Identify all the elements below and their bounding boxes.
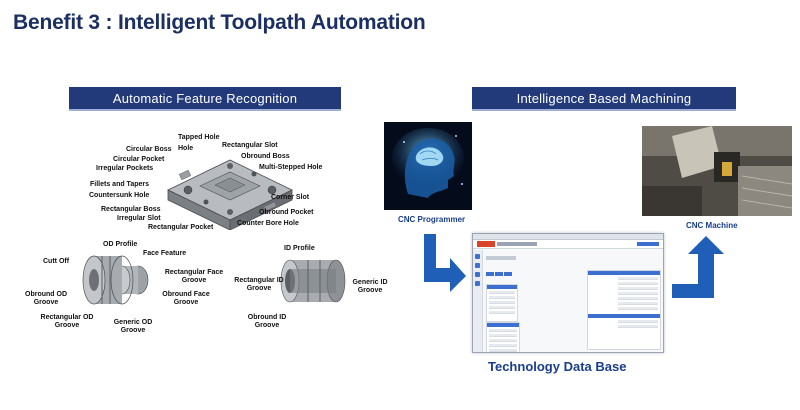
label-tapped-hole: Tapped Hole — [178, 134, 220, 141]
label-rectangular-pocket: Rectangular Pocket — [148, 224, 214, 231]
app-sidebar — [473, 250, 483, 352]
label-obround-boss: Obround Boss — [241, 153, 290, 160]
sidebar-icon[interactable] — [475, 263, 480, 268]
label-od-profile: OD Profile — [103, 241, 138, 248]
label-generic-id-groove: Generic ID Groove — [352, 279, 388, 295]
label-fillets-and-tapers: Fillets and Tapers — [90, 181, 149, 188]
sidebar-icon[interactable] — [475, 281, 480, 286]
arrow-to-database-icon — [424, 234, 466, 292]
prismatic-part-image — [167, 159, 293, 230]
label-counter-bore-hole: Counter Bore Hole — [237, 220, 299, 227]
sidebar-icon[interactable] — [475, 254, 480, 259]
ai-head-image — [384, 122, 472, 210]
label-rectangular-id-groove: Rectangular ID Groove — [234, 277, 284, 293]
turned-id-part-image — [280, 259, 346, 303]
slide-title: Benefit 3 : Intelligent Toolpath Automat… — [13, 11, 426, 34]
label-rectangular-face-groove: Rectangular Face Groove — [164, 269, 224, 285]
technology-database-caption: Technology Data Base — [488, 359, 627, 374]
app-toolbar-button[interactable] — [495, 272, 503, 276]
label-rectangular-od-groove: Rectangular OD Groove — [40, 314, 94, 330]
technology-database-window — [472, 233, 664, 353]
arrow-to-machine-icon — [672, 236, 724, 298]
label-rectangular-slot: Rectangular Slot — [222, 142, 278, 149]
app-brand-mark — [637, 242, 659, 246]
app-header — [473, 240, 663, 249]
label-irregular-slot: Irregular Slot — [117, 215, 161, 222]
app-conditions-table[interactable] — [486, 322, 520, 352]
label-countersunk-hole: Countersunk Hole — [89, 192, 150, 199]
label-circular-boss: Circular Boss — [126, 146, 172, 153]
label-cut-off: Cutt Off — [43, 258, 70, 265]
app-toolbar-button[interactable] — [486, 272, 494, 276]
label-obround-id-groove: Obround ID Groove — [247, 314, 287, 330]
label-obround-face-groove: Obround Face Groove — [162, 291, 210, 307]
label-hole: Hole — [178, 145, 194, 152]
turned-od-part-image — [82, 255, 149, 305]
label-rectangular-boss: Rectangular Boss — [101, 206, 161, 213]
app-properties-panel — [587, 270, 661, 350]
afr-banner: Automatic Feature Recognition — [69, 87, 341, 111]
label-irregular-pockets: Irregular Pockets — [96, 165, 154, 172]
cnc-machine-caption: CNC Machine — [686, 221, 738, 230]
label-corner-slot: Corner Slot — [271, 194, 310, 201]
cnc-machine-image — [642, 126, 792, 216]
ibm-banner: Intelligence Based Machining — [472, 87, 736, 111]
label-multi-stepped-hole: Multi-Stepped Hole — [259, 164, 323, 171]
label-generic-od-groove: Generic OD Groove — [113, 319, 153, 335]
app-title-bar — [473, 234, 663, 240]
cnc-programmer-caption: CNC Programmer — [398, 215, 466, 224]
app-logo — [477, 241, 495, 247]
label-obround-od-groove: Obround OD Groove — [25, 291, 67, 307]
app-header-text — [497, 242, 537, 246]
label-id-profile: ID Profile — [284, 245, 315, 252]
label-circular-pocket: Circular Pocket — [113, 156, 165, 163]
label-obround-pocket: Obround Pocket — [259, 209, 314, 216]
app-left-pane — [486, 256, 554, 352]
label-face-feature: Face Feature — [143, 250, 187, 257]
app-feature-list[interactable] — [486, 284, 518, 322]
sidebar-icon[interactable] — [475, 272, 480, 277]
app-toolbar-button[interactable] — [504, 272, 512, 276]
